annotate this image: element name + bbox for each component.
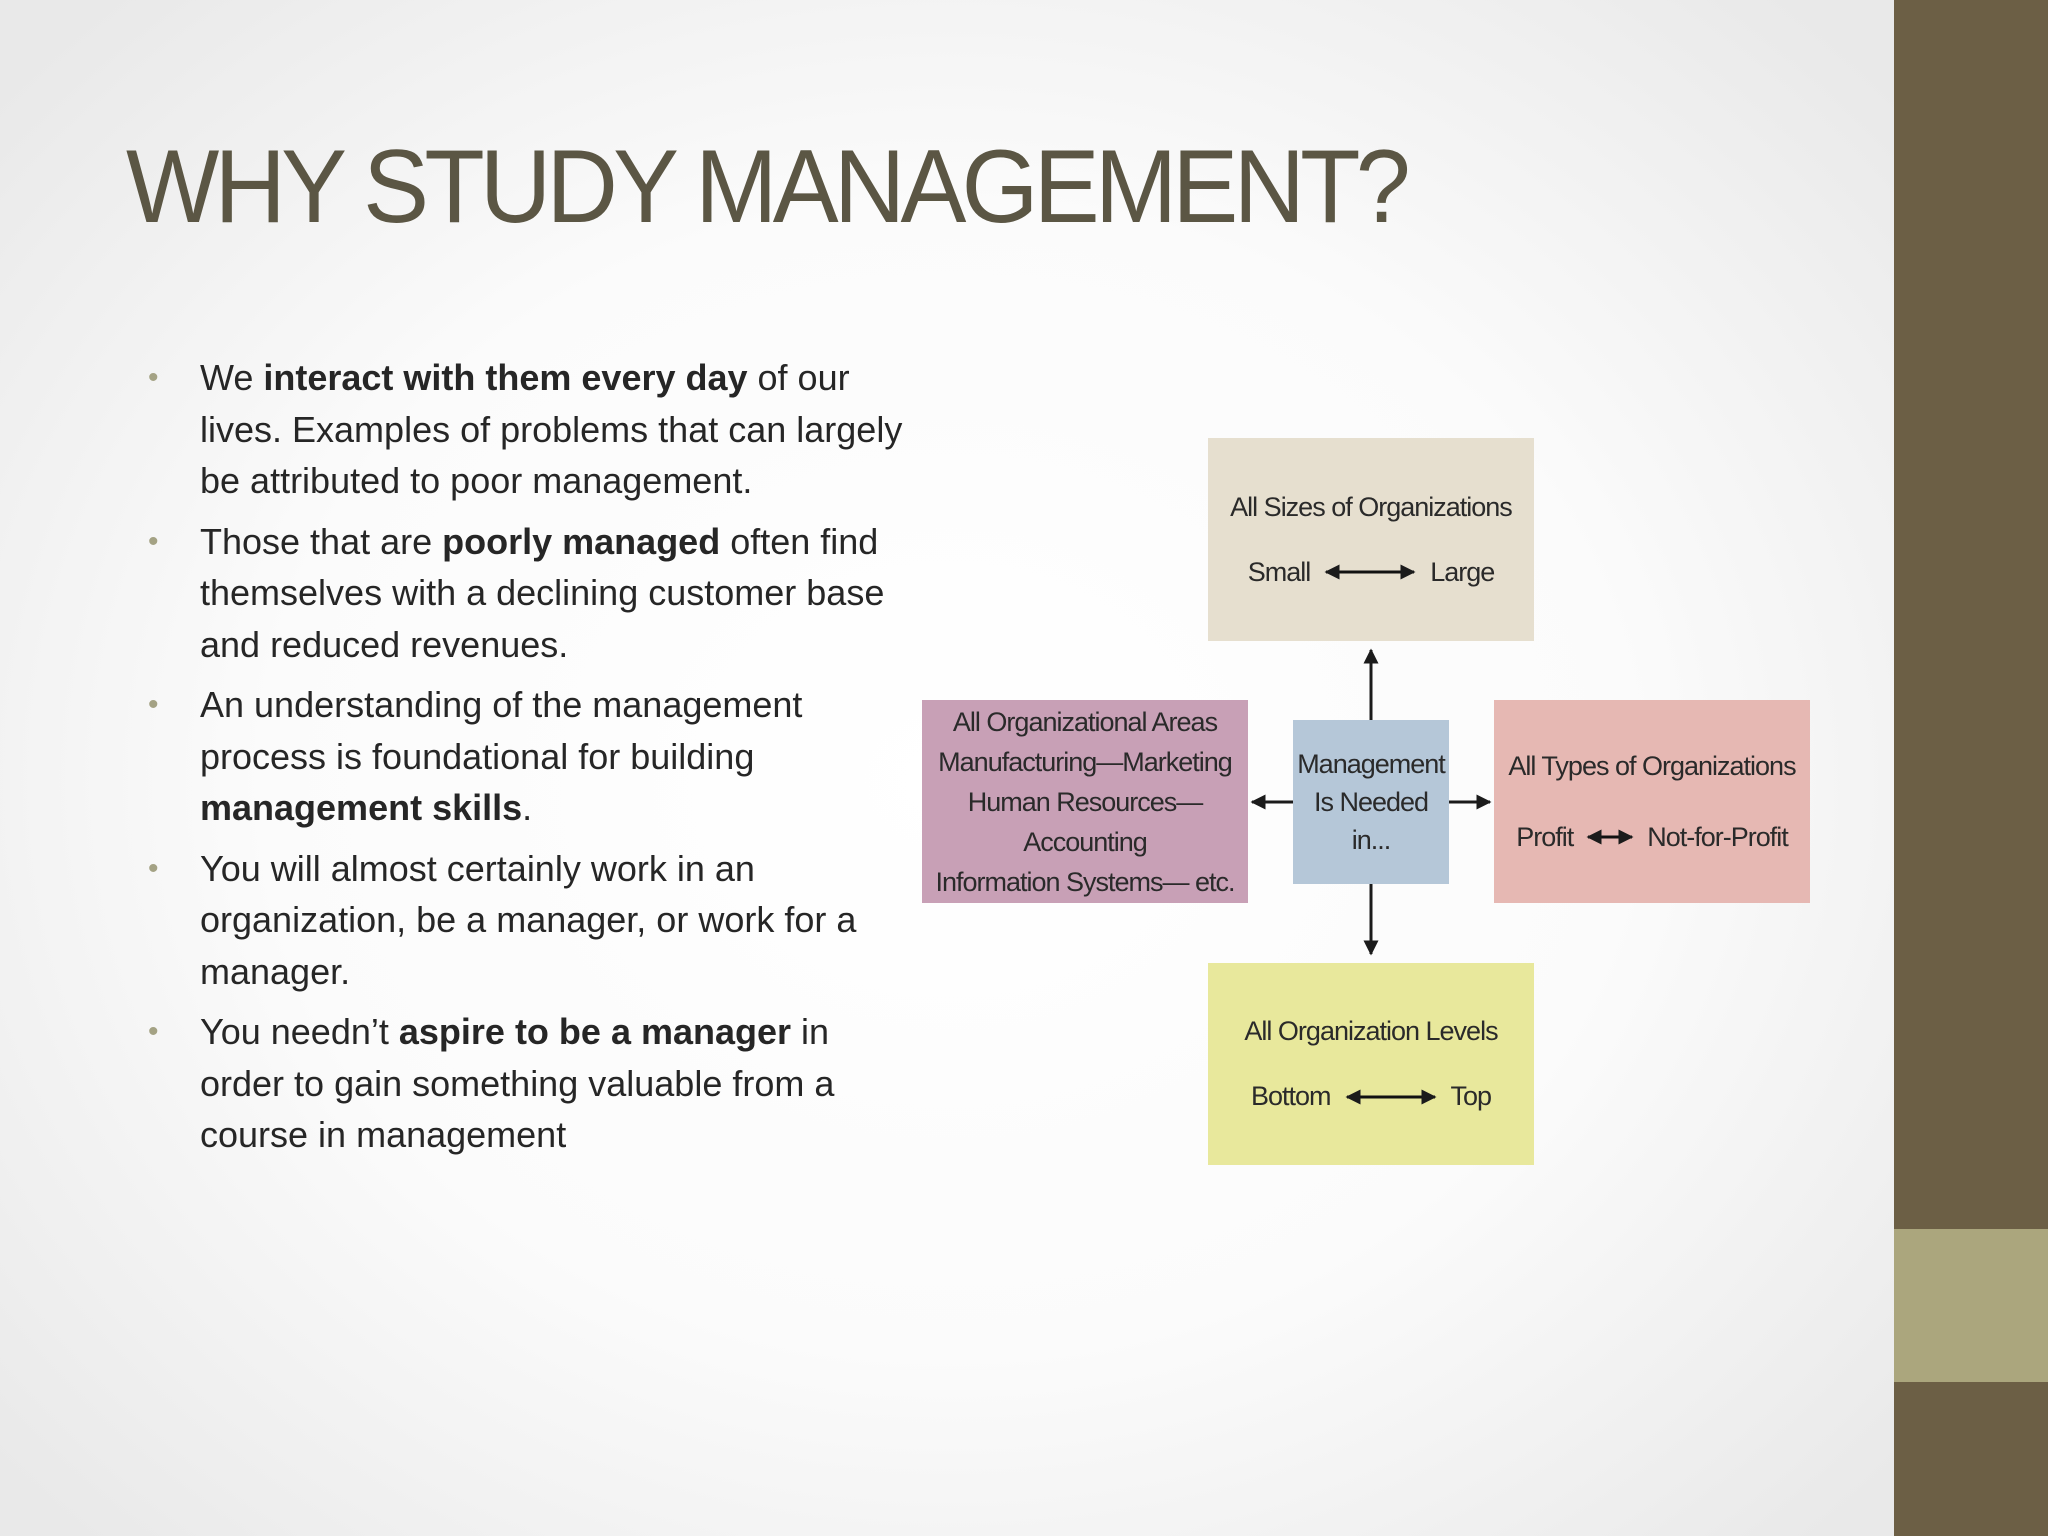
box-management-needed: Management Is Needed in... <box>1293 720 1449 884</box>
bullet-marker: • <box>148 851 159 885</box>
bullet-text: . <box>522 787 533 828</box>
bullet-marker: • <box>148 361 159 394</box>
double-arrow-icon <box>1345 1089 1436 1104</box>
bullet-item: • An understanding of the management proc… <box>148 679 908 834</box>
box-left-line-2: Manufacturing—Marketing <box>938 746 1233 777</box>
bullet-text: An understanding of the management proce… <box>200 684 803 777</box>
box-bottom-title: All Organization Levels <box>1244 1016 1498 1046</box>
theme-sidebar-band <box>1894 1229 2048 1382</box>
bullet-emphasis: aspire to be a manager <box>398 1011 792 1052</box>
box-organizational-areas: All Organizational Areas Manufacturing—M… <box>922 700 1248 903</box>
diagram-arrows <box>1250 648 1492 956</box>
bullet-text: You will almost certainly work in an org… <box>200 847 857 992</box>
box-right-right-label: Not-for-Profit <box>1647 821 1789 852</box>
management-diagram: All Sizes of Organizations Small Large A… <box>920 438 1810 1170</box>
bullet-text: We <box>200 357 264 398</box>
bullet-emphasis: poorly managed <box>442 520 721 562</box>
box-center-line-3: in... <box>1351 825 1392 855</box>
box-center-line-2: Is Needed <box>1313 787 1429 817</box>
box-left-line-1: All Organizational Areas <box>952 706 1218 737</box>
bullet-marker: • <box>148 688 159 721</box>
box-organization-sizes: All Sizes of Organizations Small Large <box>1208 438 1534 641</box>
bullet-text: of our lives. Examples of problems that … <box>200 357 903 501</box>
bullet-emphasis: management skills <box>200 787 523 828</box>
theme-sidebar <box>1894 0 2048 1536</box>
bullet-text: often find themselves with a declining c… <box>200 520 885 665</box>
double-arrow-icon <box>1324 564 1416 580</box>
box-center-line-1: Management <box>1297 749 1446 779</box>
bullet-marker: • <box>148 524 159 558</box>
bullet-list: • We interact with them every day of our … <box>148 352 908 1170</box>
double-arrow-icon <box>1586 829 1634 845</box>
slide-title: WHY STUDY MANAGEMENT? <box>126 129 1411 245</box>
bullet-text: You needn’t <box>200 1011 399 1052</box>
box-organization-types: All Types of Organizations Profit Not-fo… <box>1494 700 1810 903</box>
box-right-title: All Types of Organizations <box>1508 750 1796 781</box>
box-left-line-3: Human Resources—Accounting <box>967 786 1204 857</box>
bullet-item: • You needn’t aspire to be a manager in o… <box>148 1006 908 1161</box>
box-organization-levels: All Organization Levels Bottom Top <box>1208 963 1534 1165</box>
box-top-title: All Sizes of Organizations <box>1230 491 1513 522</box>
box-bottom-right-label: Top <box>1450 1081 1493 1111</box>
bullet-text: in order to gain something valuable from… <box>200 1011 835 1155</box>
bullet-item: • You will almost certainly work in an or… <box>148 843 908 998</box>
bullet-item: • Those that are poorly managed often fin… <box>148 516 908 671</box>
box-top-left-label: Small <box>1247 556 1312 587</box>
box-top-right-label: Large <box>1430 556 1495 587</box>
bullet-marker: • <box>148 1015 159 1048</box>
box-bottom-left-label: Bottom <box>1250 1081 1332 1111</box>
box-left-line-4: Information Systems— etc. <box>935 866 1235 897</box>
box-right-left-label: Profit <box>1516 821 1574 852</box>
bullet-text: Those that are <box>200 520 443 562</box>
bullet-emphasis: interact with them every day <box>263 357 748 398</box>
bullet-item: • We interact with them every day of our … <box>148 352 908 507</box>
